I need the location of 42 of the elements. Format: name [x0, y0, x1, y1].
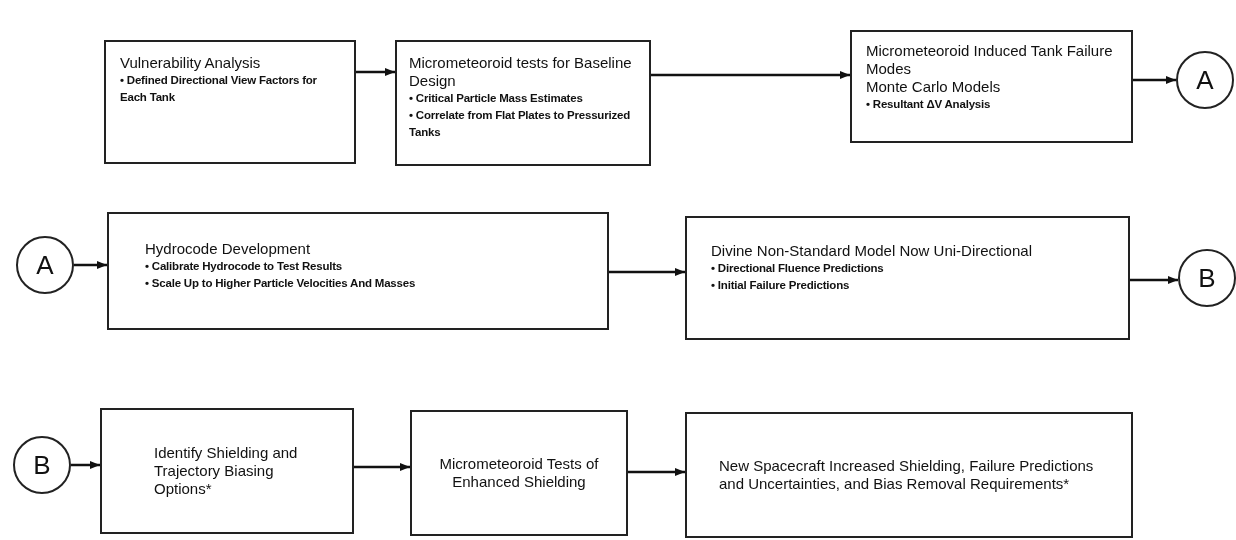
box-heading: Identify Shielding and Trajectory Biasing Options*	[154, 444, 299, 498]
box-heading: Micrometeoroid Induced Tank Failure Modes	[866, 42, 1114, 78]
arrow	[1130, 276, 1178, 284]
process-box	[410, 410, 628, 536]
box-heading: New Spacecraft Increased Shielding, Failure Predictions and Uncertainties, and Bias Removal Requirements*	[719, 457, 1095, 493]
bullet-text: • Scale Up to Higher Particle Velocities And Masses	[145, 276, 417, 291]
arrow	[74, 261, 107, 269]
arrow	[71, 461, 100, 469]
connector-letter: B	[1198, 262, 1216, 294]
arrow	[1133, 76, 1176, 84]
connector-circle	[1176, 51, 1234, 109]
arrow	[354, 463, 410, 471]
bullet-text: • Critical Particle Mass Estimates	[409, 91, 584, 106]
bullet-text: • Initial Failure Predictions	[711, 278, 851, 293]
box-heading: Divine Non-Standard Model Now Uni-Directional	[711, 242, 1033, 260]
box-heading: Vulnerability Analysis	[120, 54, 262, 72]
process-box	[104, 40, 356, 164]
connector-circle	[13, 436, 71, 494]
connector-letter: A	[36, 249, 54, 281]
box-heading: Monte Carlo Models	[866, 78, 1002, 96]
process-box	[100, 408, 354, 534]
process-box	[685, 216, 1130, 340]
bullet-text: • Calibrate Hydrocode to Test Results	[145, 259, 344, 274]
connector-circle	[16, 236, 74, 294]
process-box	[395, 40, 651, 166]
bullet-text: • Correlate from Flat Plates to Pressurized Tanks	[409, 108, 632, 140]
arrow	[628, 468, 685, 476]
process-box	[850, 30, 1133, 143]
connector-letter: A	[1196, 64, 1214, 96]
connector-letter: B	[33, 449, 51, 481]
bullet-text: • Directional Fluence Predictions	[711, 261, 885, 276]
arrow	[356, 68, 395, 76]
bullet-text: • Defined Directional View Factors for Each Tank	[120, 73, 318, 105]
box-heading: Hydrocode Development	[145, 240, 312, 258]
process-box	[685, 412, 1133, 538]
arrow	[651, 71, 850, 79]
connector-circle	[1178, 249, 1236, 307]
box-heading: Micrometeoroid Tests of Enhanced Shielding	[438, 455, 600, 491]
box-heading: Micrometeoroid tests for Baseline Design	[409, 54, 633, 90]
process-box	[107, 212, 609, 330]
arrow	[609, 268, 685, 276]
bullet-text: • Resultant ΔV Analysis	[866, 97, 992, 112]
